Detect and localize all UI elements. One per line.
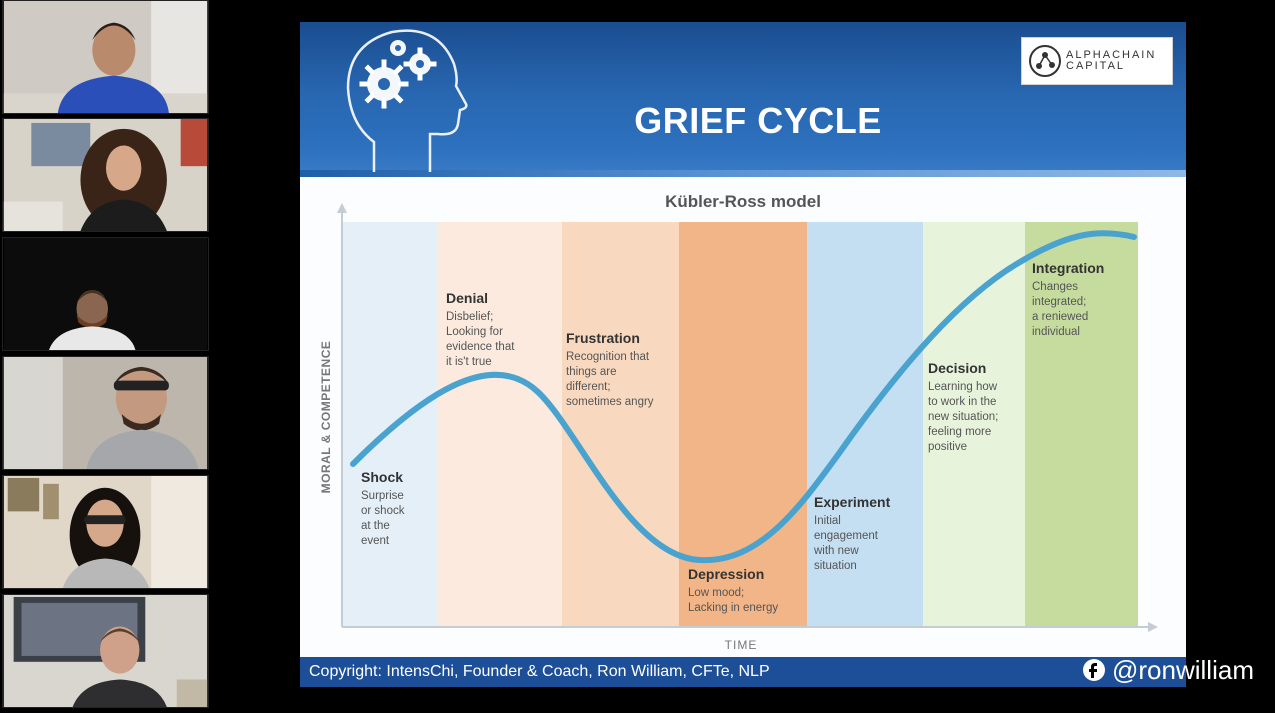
participant-video-feed: [3, 1, 208, 113]
participant-sidebar: [0, 0, 212, 713]
stage-title-frustration: Frustration: [566, 330, 640, 346]
stage-title-depression: Depression: [688, 566, 764, 582]
stage-description-line: Changes: [1032, 281, 1078, 293]
stage-description-line: Disbelief;: [446, 311, 493, 323]
logo-line-1: ALPHACHAIN: [1066, 49, 1157, 61]
stage-title-experiment: Experiment: [814, 494, 891, 510]
stage-description-line: a reniewed: [1032, 311, 1088, 323]
participant-video-4[interactable]: [2, 356, 209, 470]
stage-description-line: with new: [813, 545, 859, 557]
stage-description-line: evidence that: [446, 341, 515, 353]
slide-title: GRIEF CYCLE: [634, 100, 882, 141]
stage-description-line: Recognition that: [566, 351, 650, 363]
grief-curve: [350, 230, 1137, 564]
slide-footer: Copyright: IntensChi, Founder & Coach, R…: [300, 657, 1186, 687]
social-logo-icon: [1083, 659, 1105, 681]
stage-description-line: event: [361, 535, 390, 547]
head-with-gears-icon: [346, 29, 468, 172]
participant-video-feed: [3, 357, 208, 469]
stage-band-frustration: [562, 222, 679, 627]
stage-description-line: things are: [566, 366, 617, 378]
copyright-text: Copyright: IntensChi, Founder & Coach, R…: [309, 663, 770, 680]
presenter-handle: @ronwilliam: [1082, 652, 1254, 688]
x-axis-arrow: [1148, 622, 1158, 632]
stage-description-line: engagement: [814, 530, 879, 542]
stage-description-line: individual: [1032, 326, 1080, 338]
participant-video-1[interactable]: [2, 0, 209, 114]
alphachain-logo: ALPHACHAIN CAPITAL: [1021, 37, 1173, 85]
participant-video-2[interactable]: [2, 118, 209, 232]
stage-description-line: integrated;: [1032, 296, 1086, 308]
stage-description-line: new situation;: [928, 411, 998, 423]
participant-video-3[interactable]: [2, 237, 209, 351]
stage-band-decision: [923, 222, 1025, 627]
stage-description-line: at the: [361, 520, 390, 532]
stage-description-line: different;: [566, 381, 611, 393]
handle-text: @ronwilliam: [1112, 654, 1254, 685]
chart-title: Kübler-Ross model: [665, 192, 821, 211]
logo-wordmark: ALPHACHAIN CAPITAL: [1066, 50, 1156, 72]
stage-description-line: feeling more: [928, 426, 991, 438]
stage-title-integration: Integration: [1032, 260, 1104, 276]
participant-video-feed: [3, 238, 208, 350]
y-axis-arrow: [337, 203, 347, 213]
stage-band-denial: [438, 222, 562, 627]
header-band: [300, 170, 1186, 180]
stage-band-integration: [1025, 222, 1138, 627]
stage-description-line: situation: [814, 560, 857, 572]
stage-description-line: Initial: [814, 515, 841, 527]
stage-description-line: positive: [928, 441, 967, 453]
stage-band-experiment: [807, 222, 923, 627]
participant-video-feed: [3, 595, 208, 707]
stage-description-line: Surprise: [361, 490, 404, 502]
stage-description-line: to work in the: [928, 396, 996, 408]
x-axis-label: TIME: [725, 638, 758, 652]
stage-band-shock: [342, 222, 438, 627]
y-axis-label: MORAL & COMPETENCE: [319, 341, 333, 494]
stage-description-line: Learning how: [928, 381, 998, 393]
presentation-slide: GRIEF CYCLE ALPHACHAIN CAPITAL Kübler-Ro…: [300, 22, 1186, 687]
participant-video-feed: [3, 476, 208, 588]
network-logo-icon: [1029, 45, 1061, 77]
participant-video-feed: [3, 119, 208, 231]
logo-line-2: CAPITAL: [1066, 60, 1126, 72]
stage-description-line: or shock: [361, 505, 405, 517]
stage-title-shock: Shock: [361, 469, 403, 485]
stage-description-line: Lacking in energy: [688, 602, 778, 614]
stage-description-line: sometimes angry: [566, 396, 654, 408]
participant-video-5[interactable]: [2, 475, 209, 589]
stage-description-line: Low mood;: [688, 587, 744, 599]
stage-title-decision: Decision: [928, 360, 986, 376]
stage-description-line: Looking for: [446, 326, 503, 338]
stage-description-line: it is't true: [446, 356, 492, 368]
participant-video-6[interactable]: [2, 594, 209, 708]
stage-title-denial: Denial: [446, 290, 488, 306]
